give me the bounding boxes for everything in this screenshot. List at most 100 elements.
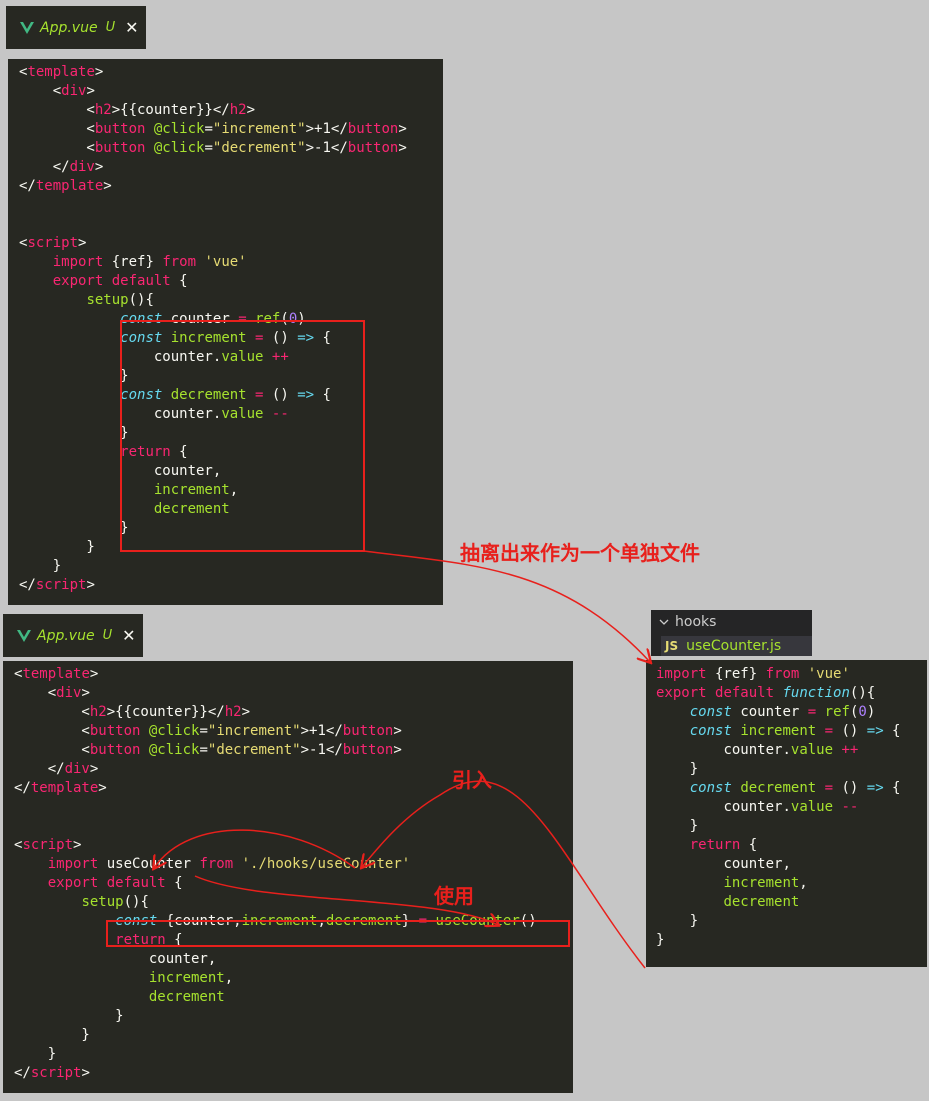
code-token: button	[342, 742, 394, 758]
code-line: counter,	[656, 855, 791, 874]
code-token: >-1</	[300, 742, 343, 758]
code-line: export default {	[19, 272, 188, 291]
code-line: counter,	[19, 462, 221, 481]
code-token: <	[19, 235, 28, 251]
code-token: =	[824, 780, 834, 796]
code-line: import {ref} from 'vue'	[19, 253, 247, 272]
code-token: button	[94, 121, 146, 137]
code-token: ref	[824, 704, 850, 720]
code-token: button	[89, 742, 141, 758]
code-token: }	[19, 425, 129, 441]
code-token: --	[271, 406, 289, 422]
code-line: }	[656, 931, 664, 950]
code-token: >+1</	[305, 121, 348, 137]
code-line: const decrement = () => {	[656, 779, 901, 798]
code-line: increment,	[14, 969, 233, 988]
code-token: (){	[123, 894, 149, 910]
code-token: }	[656, 932, 665, 948]
tab-modified-indicator: U	[105, 20, 116, 35]
code-line: decrement	[14, 988, 225, 1007]
tab-app-vue-top[interactable]: App.vue U ✕	[6, 6, 146, 49]
code-token: ,	[207, 951, 217, 967]
code-token: export	[47, 875, 99, 891]
code-token: }	[14, 1046, 57, 1062]
code-token: template	[27, 64, 95, 80]
code-token: =>	[866, 723, 884, 739]
code-token: div	[64, 761, 90, 777]
code-token: .	[212, 406, 222, 422]
code-token: button	[342, 723, 394, 739]
code-line: return {	[14, 931, 183, 950]
code-line: }	[19, 557, 61, 576]
code-token: import	[656, 666, 707, 682]
code-token: {ref}	[706, 666, 766, 682]
code-token: ,	[782, 856, 791, 872]
annotation-extract: 抽离出来作为一个单独文件	[460, 541, 700, 565]
tab-app-vue-bottom[interactable]: App.vue U ✕	[3, 614, 143, 657]
code-line: counter.value ++	[656, 741, 858, 760]
code-line: <button @click="increment">+1</button>	[19, 120, 406, 139]
code-token: >	[78, 235, 87, 251]
code-token: {	[165, 932, 183, 948]
code-token: script	[30, 1065, 82, 1081]
code-token: @click	[153, 121, 205, 137]
code-line: }	[19, 367, 128, 386]
code-line: <button @click="decrement">-1</button>	[19, 139, 406, 158]
code-token: return	[120, 444, 171, 460]
code-token: const	[120, 330, 163, 346]
code-line: <template>	[19, 63, 103, 82]
code-token: ()	[263, 387, 298, 403]
code-token: ()	[263, 330, 298, 346]
code-token: --	[841, 799, 859, 815]
code-line: <script>	[19, 234, 86, 253]
code-token: import	[47, 856, 99, 872]
code-token: template	[30, 780, 99, 796]
code-line: }	[14, 1026, 89, 1045]
code-token: h2	[89, 704, 107, 720]
code-editor-top[interactable]: <template> <div> <h2>{{counter}}</h2> <b…	[8, 59, 443, 605]
code-token: (	[849, 704, 859, 720]
code-token: counter	[723, 856, 783, 872]
code-token: =	[255, 387, 264, 403]
tab-close-icon[interactable]: ✕	[122, 626, 136, 645]
code-token: =	[824, 723, 834, 739]
code-token: {	[165, 875, 183, 891]
code-line: <button @click="increment">+1</button>	[14, 722, 401, 741]
code-token: script	[27, 235, 79, 251]
code-line: }	[14, 1007, 123, 1026]
folder-hooks[interactable]: hooks	[659, 612, 716, 632]
code-token: >	[241, 704, 251, 720]
code-token: "increment"	[207, 723, 301, 739]
vue-icon	[17, 629, 31, 642]
code-line: <div>	[14, 684, 90, 703]
code-token: counter	[153, 349, 213, 365]
code-token: <	[14, 704, 90, 720]
code-token: from	[199, 856, 234, 872]
code-line: }	[656, 817, 698, 836]
code-token: (	[280, 311, 289, 327]
code-token: @click	[148, 723, 200, 739]
tab-close-icon[interactable]: ✕	[125, 18, 139, 37]
annotation-import: 引入	[452, 768, 492, 792]
code-token: >	[89, 761, 99, 777]
code-token: counter	[153, 406, 213, 422]
code-token: )	[866, 704, 876, 720]
code-line: const decrement = () => {	[19, 386, 331, 405]
code-token: {	[740, 837, 758, 853]
code-editor-usecounter[interactable]: import {ref} from 'vue'export default fu…	[646, 660, 927, 967]
code-line: increment,	[656, 874, 807, 893]
code-token: default	[715, 685, 775, 701]
code-token: "decrement"	[207, 742, 301, 758]
code-line: <button @click="decrement">-1</button>	[14, 741, 401, 760]
code-token: value	[221, 406, 264, 422]
code-token: default	[106, 875, 166, 891]
code-line: setup(){	[19, 291, 153, 310]
code-token: >	[86, 577, 95, 593]
code-token: )	[297, 311, 306, 327]
code-token: <	[14, 837, 23, 853]
code-token: =	[255, 330, 264, 346]
code-token: }	[19, 520, 129, 536]
